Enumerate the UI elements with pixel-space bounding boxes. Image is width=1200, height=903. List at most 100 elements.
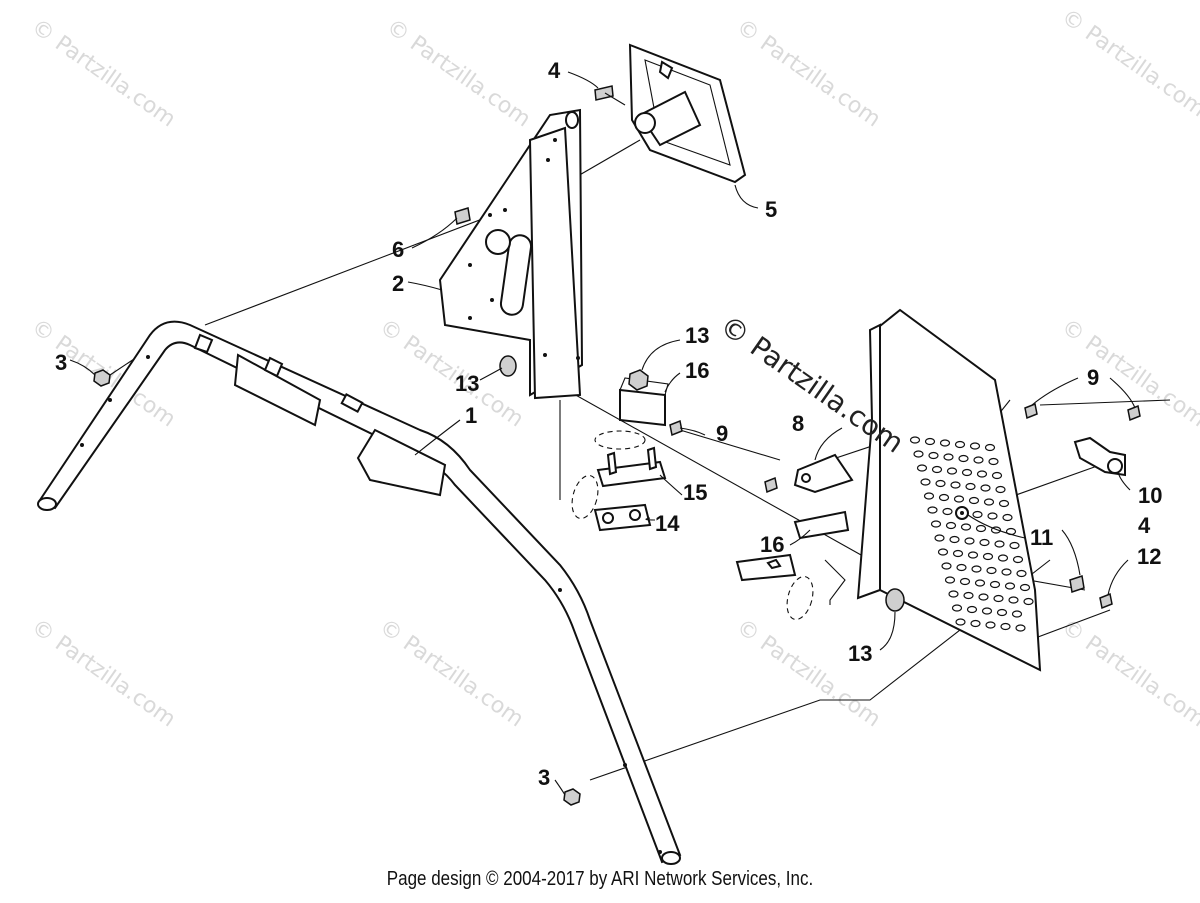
perforation-hole bbox=[941, 562, 952, 570]
callout-5: 5 bbox=[765, 197, 777, 222]
watermark: © Partzilla.com bbox=[27, 614, 180, 732]
perforation-hole bbox=[1000, 622, 1011, 631]
perforation-hole bbox=[985, 621, 996, 629]
perforation-hole bbox=[976, 470, 988, 478]
perforation-hole bbox=[942, 507, 953, 516]
perforation-hole bbox=[943, 453, 954, 461]
perforation-hole bbox=[927, 506, 938, 514]
perforation-hole bbox=[996, 608, 1008, 617]
perforation-hole bbox=[1012, 555, 1024, 564]
watermark: © Partzilla.com bbox=[1057, 4, 1200, 122]
perforation-hole bbox=[997, 554, 1009, 562]
perforation-hole bbox=[958, 454, 969, 463]
perforation-hole bbox=[1002, 513, 1013, 522]
part-8-bracket bbox=[793, 453, 854, 494]
callout-9: 9 bbox=[1087, 365, 1099, 390]
dashed-discs bbox=[571, 430, 814, 621]
perforation-hole bbox=[975, 524, 987, 533]
part-14-plates bbox=[593, 503, 797, 582]
callout-13: 13 bbox=[455, 371, 479, 396]
callout-4: 4 bbox=[1138, 513, 1151, 538]
perforation-hole bbox=[909, 436, 921, 444]
perforation-hole bbox=[989, 580, 1001, 589]
perforation-hole bbox=[1016, 569, 1027, 578]
perforation-hole bbox=[990, 526, 1002, 534]
callout-11: 11 bbox=[1030, 525, 1053, 550]
perforation-hole bbox=[973, 456, 984, 464]
perforation-hole bbox=[1011, 610, 1023, 618]
perforation-hole bbox=[988, 457, 999, 466]
perforation-hole bbox=[959, 577, 971, 586]
fasteners bbox=[93, 85, 1141, 806]
perforation-hole bbox=[960, 523, 972, 531]
perforation-hole bbox=[916, 464, 928, 472]
callout-2: 2 bbox=[392, 271, 404, 296]
perforation-hole bbox=[965, 482, 976, 491]
perforation-hole bbox=[1004, 582, 1016, 590]
perforation-hole bbox=[1015, 624, 1026, 632]
callout-16: 16 bbox=[685, 358, 709, 383]
callout-1: 1 bbox=[465, 403, 477, 428]
callout-14: 14 bbox=[655, 511, 680, 536]
perforation-hole bbox=[1009, 541, 1020, 550]
callout-13: 13 bbox=[685, 323, 709, 348]
part-5-lamp-housing bbox=[628, 43, 747, 184]
callout-3: 3 bbox=[538, 765, 550, 790]
perforation-hole bbox=[993, 594, 1004, 603]
perforation-hole bbox=[970, 619, 981, 628]
perforation-hole bbox=[956, 563, 967, 572]
perforation-hole bbox=[951, 604, 963, 612]
perforation-hole bbox=[946, 467, 958, 475]
callout-10: 10 bbox=[1138, 483, 1162, 508]
callout-8: 8 bbox=[792, 411, 804, 436]
part-16-brackets bbox=[619, 377, 850, 540]
perforation-hole bbox=[1008, 596, 1019, 604]
perforation-hole bbox=[987, 512, 998, 520]
perforation-hole bbox=[963, 591, 974, 600]
perforation-hole bbox=[955, 618, 966, 626]
perforation-hole bbox=[938, 493, 950, 502]
perforation-hole bbox=[971, 565, 982, 573]
callouts: 1 2 3 3 4 4 5 6 8 9 9 10 11 12 13 13 13 … bbox=[55, 58, 1162, 790]
callout-3: 3 bbox=[55, 350, 67, 375]
perforation-hole bbox=[934, 534, 945, 542]
perforation-hole bbox=[944, 576, 956, 584]
callout-13: 13 bbox=[848, 641, 872, 666]
perforation-hole bbox=[961, 468, 973, 477]
perforation-hole bbox=[978, 593, 989, 601]
perforation-hole bbox=[920, 478, 931, 486]
perforation-hole bbox=[967, 551, 979, 559]
perforation-hole bbox=[966, 605, 978, 614]
perforation-hole bbox=[980, 484, 991, 492]
perforation-hole bbox=[1001, 568, 1012, 576]
perforation-hole bbox=[937, 548, 949, 556]
watermark: © Partzilla.com bbox=[1057, 614, 1200, 732]
perforation-hole bbox=[994, 540, 1005, 548]
watermark: © Partzilla.com bbox=[27, 14, 180, 132]
watermark: © Partzilla.com bbox=[732, 14, 885, 132]
perforation-hole bbox=[982, 552, 994, 561]
perforation-hole bbox=[998, 499, 1010, 508]
perforation-hole bbox=[968, 496, 980, 505]
perforation-hole bbox=[948, 590, 959, 598]
perforation-hole bbox=[981, 607, 993, 615]
perforation-hole bbox=[952, 549, 964, 558]
part-15-plate bbox=[596, 446, 667, 488]
part-2-left-panel bbox=[438, 108, 584, 400]
watermark: © Partzilla.com bbox=[375, 614, 528, 732]
callout-6: 6 bbox=[392, 237, 404, 262]
perforation-hole bbox=[984, 443, 996, 452]
perforation-hole bbox=[972, 510, 983, 519]
perforation-hole bbox=[1023, 597, 1034, 606]
leader-lines bbox=[69, 71, 1136, 796]
perforation-hole bbox=[995, 485, 1006, 494]
perforation-hole bbox=[983, 498, 995, 506]
perforation-hole bbox=[913, 450, 924, 458]
perforation-hole bbox=[1019, 583, 1031, 592]
perforation-hole bbox=[986, 566, 997, 575]
watermark: © Partzilla.com bbox=[732, 614, 885, 732]
perforation-hole bbox=[954, 440, 966, 449]
callout-12: 12 bbox=[1137, 544, 1161, 569]
perforation-hole bbox=[939, 439, 951, 447]
